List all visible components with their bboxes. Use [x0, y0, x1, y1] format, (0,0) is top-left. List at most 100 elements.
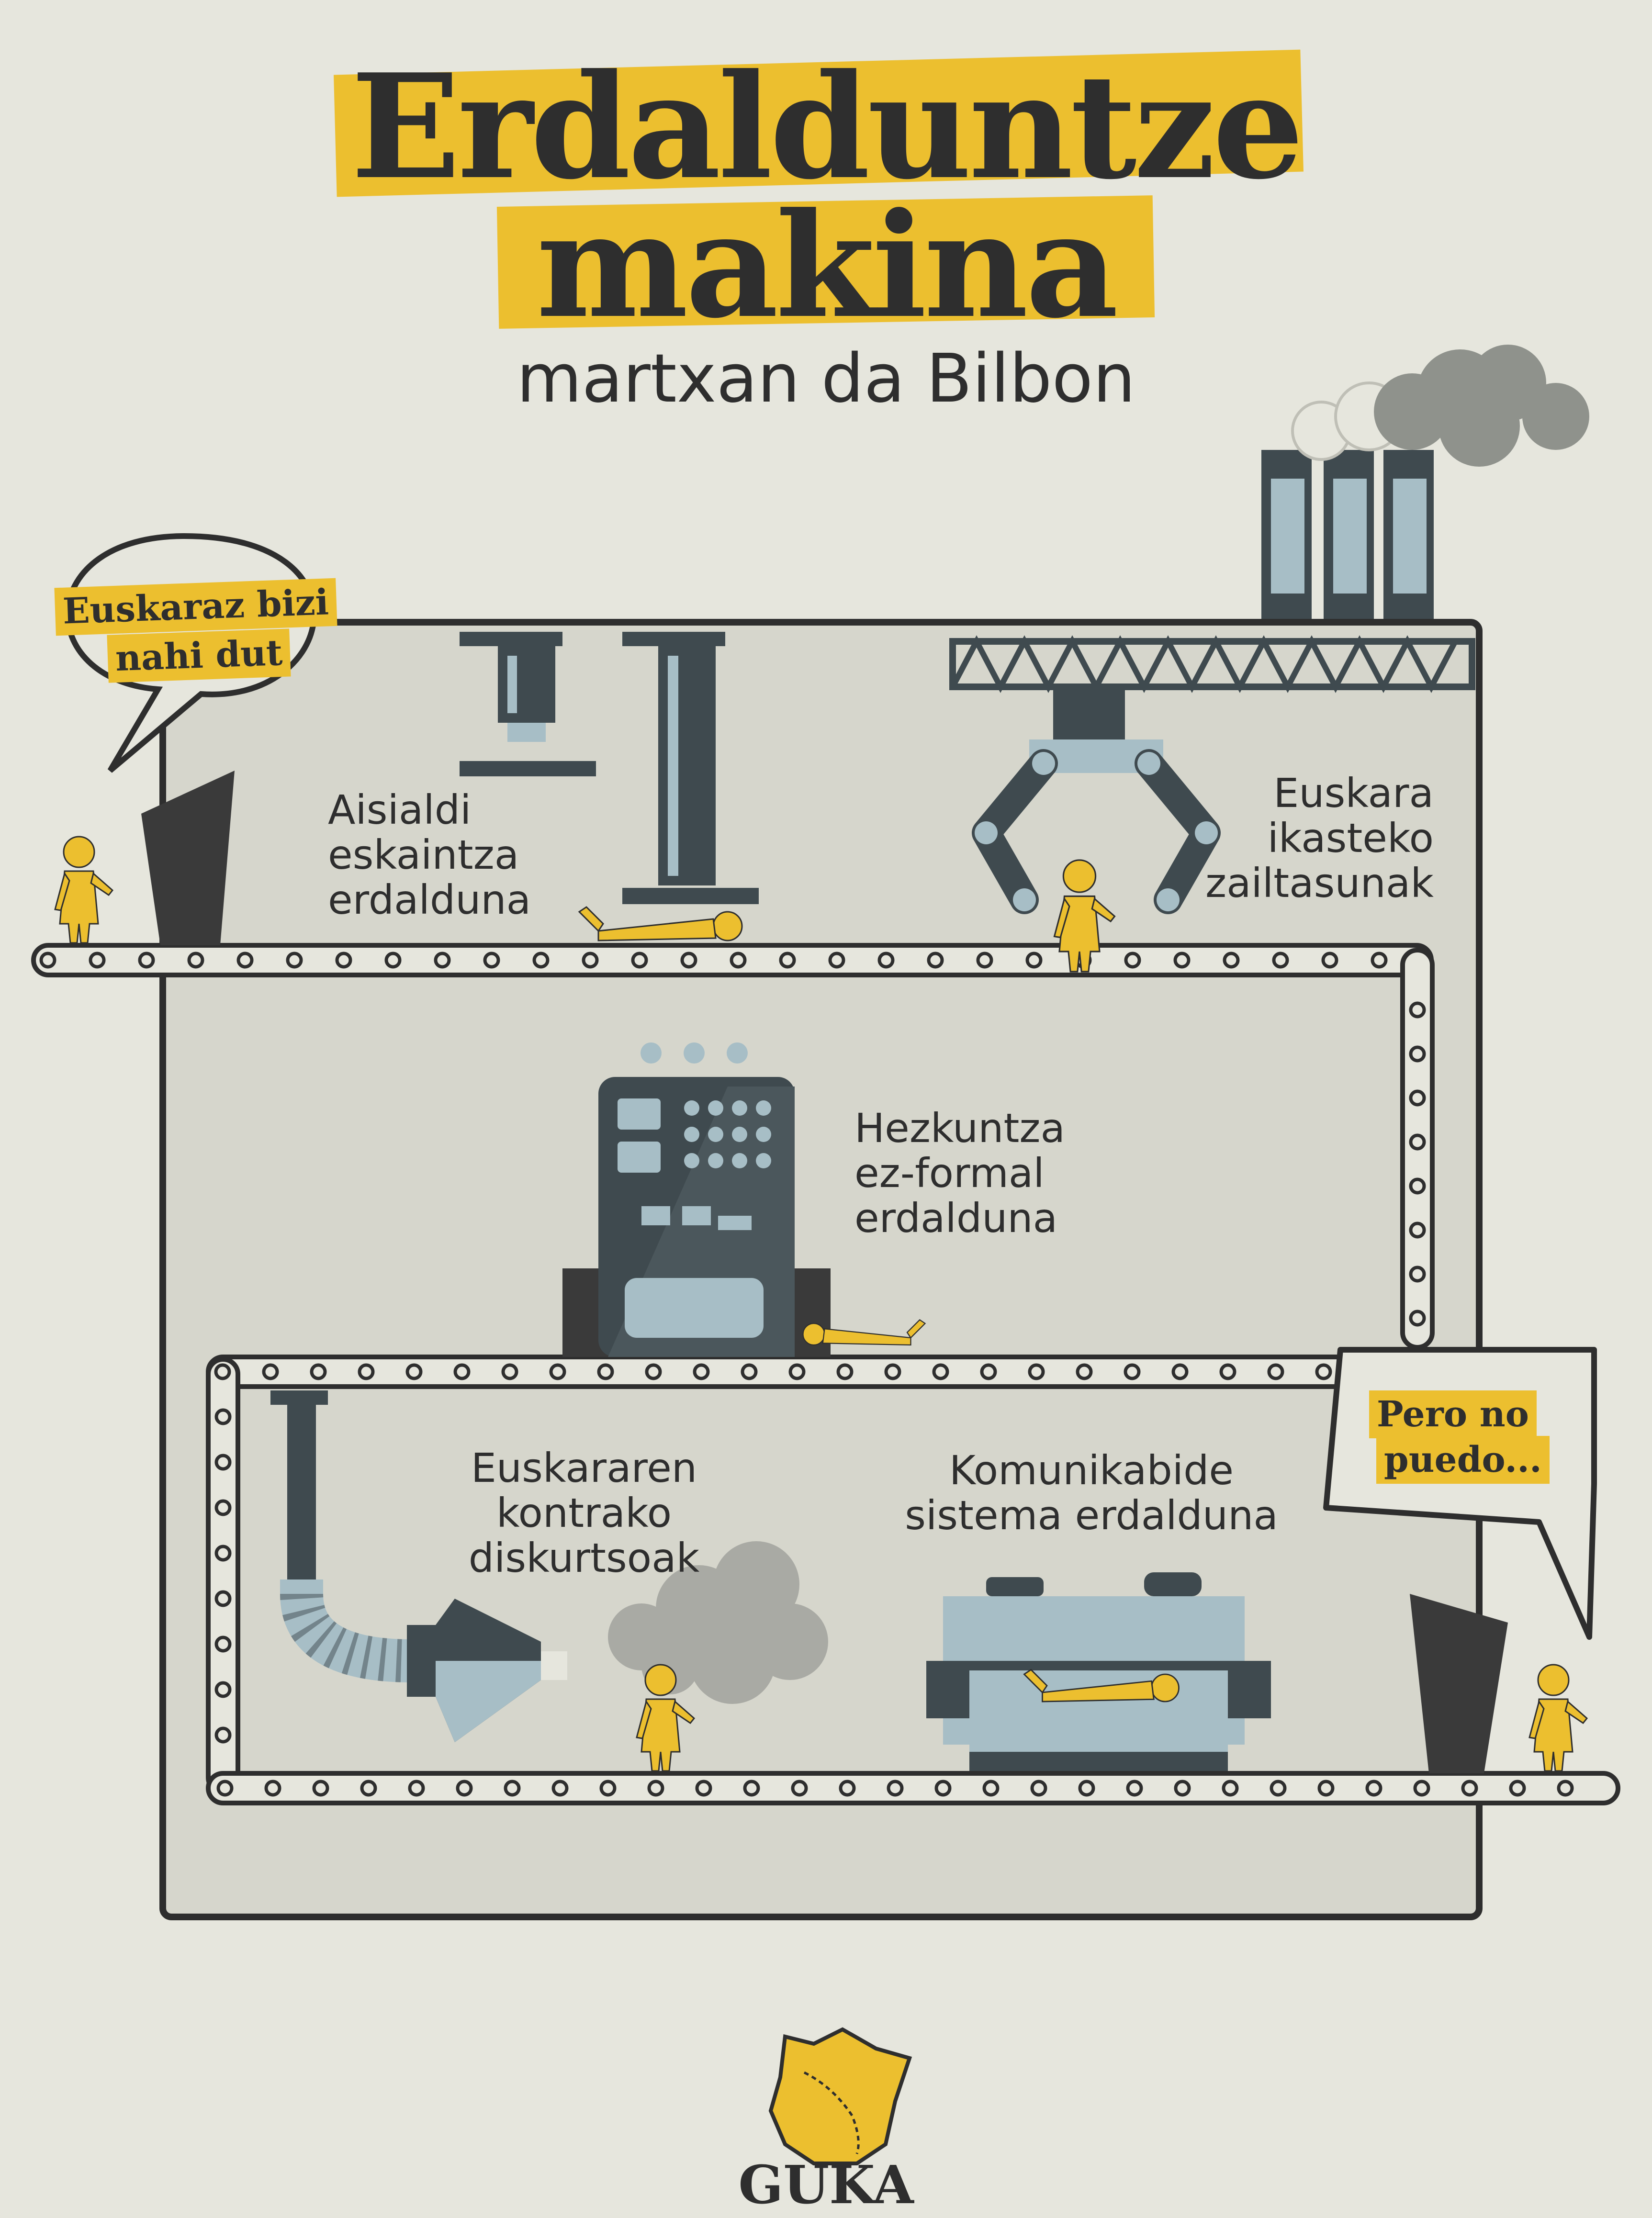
roller: [214, 1726, 232, 1744]
roller: [779, 952, 796, 969]
roller: [741, 1363, 758, 1380]
bubble-end-line2: puedo...: [1376, 1436, 1550, 1484]
roller: [976, 952, 993, 969]
pipe-funnel: [270, 1390, 567, 1742]
roller: [384, 952, 402, 969]
label-euskara: Euskara ikasteko zailtasunak: [1205, 770, 1434, 907]
guka-logo-text: GUKA: [738, 2154, 914, 2216]
control-cabinet: [562, 1042, 831, 1357]
roller: [312, 1780, 329, 1797]
cabinet-buttons: [684, 1100, 771, 1168]
page-subtitle: martxan da Bilbon: [517, 340, 1135, 418]
roller: [214, 1499, 232, 1516]
roller: [214, 1408, 232, 1425]
conveyor-rollers: [39, 952, 1574, 1797]
roller: [1030, 1780, 1047, 1797]
page-title-line1: Erdalduntze: [351, 42, 1304, 211]
roller: [887, 1780, 904, 1797]
media-tank: [926, 1572, 1271, 1771]
entry-chute: [141, 771, 235, 945]
roller: [551, 1780, 569, 1797]
roller: [1409, 1177, 1426, 1195]
roller: [1409, 1045, 1426, 1063]
roller: [1461, 1780, 1478, 1797]
roller: [1317, 1780, 1335, 1797]
roller: [597, 1363, 614, 1380]
roller: [788, 1363, 806, 1380]
roller: [743, 1780, 760, 1797]
roller: [434, 952, 451, 969]
press-machines: [460, 632, 759, 904]
roller: [1124, 1363, 1141, 1380]
roller: [791, 1780, 808, 1797]
roller: [358, 1363, 375, 1380]
roller: [1272, 952, 1289, 969]
roller: [647, 1780, 664, 1797]
roller: [1413, 1780, 1430, 1797]
people-figures: [54, 836, 1588, 1772]
roller: [216, 1780, 234, 1797]
roller: [1124, 952, 1141, 969]
roller: [1267, 1363, 1284, 1380]
roller: [549, 1363, 566, 1380]
roller: [927, 952, 944, 969]
roller: [1409, 1001, 1426, 1019]
roller: [934, 1780, 952, 1797]
person-lying: [578, 906, 743, 941]
roller: [532, 952, 550, 969]
roller: [286, 952, 303, 969]
roller: [1509, 1780, 1526, 1797]
roller: [730, 952, 747, 969]
roller: [1321, 952, 1338, 969]
label-hezkuntza: Hezkuntza ez-formal erdalduna: [854, 1105, 1065, 1242]
roller: [483, 952, 500, 969]
chimneys: [1261, 450, 1434, 622]
roller: [1371, 952, 1388, 969]
person-lying: [1023, 1669, 1180, 1703]
roller: [1365, 1780, 1382, 1797]
roller: [1409, 1310, 1426, 1327]
roller: [1409, 1266, 1426, 1283]
roller: [836, 1363, 854, 1380]
roller: [645, 1363, 662, 1380]
roller: [982, 1780, 1000, 1797]
roller: [214, 1545, 232, 1562]
roller: [262, 1363, 279, 1380]
roller: [1078, 1780, 1095, 1797]
roller: [932, 1363, 949, 1380]
roller: [264, 1780, 281, 1797]
roller: [680, 952, 697, 969]
roller: [1222, 1780, 1239, 1797]
roller: [89, 952, 106, 969]
roller: [1126, 1780, 1143, 1797]
roller: [39, 952, 56, 969]
exit-chute: [1410, 1594, 1508, 1773]
roller: [214, 1635, 232, 1653]
roller: [360, 1780, 377, 1797]
roller: [1223, 952, 1240, 969]
roller: [877, 952, 895, 969]
roller: [695, 1780, 712, 1797]
funnel-smoke: [608, 1541, 828, 1704]
bubble-start-line2: nahi dut: [107, 628, 291, 683]
roller: [310, 1363, 327, 1380]
roller: [1171, 1363, 1189, 1380]
crane-claw: [949, 635, 1475, 914]
roller: [1219, 1363, 1236, 1380]
roller: [501, 1363, 518, 1380]
roller: [453, 1363, 471, 1380]
person-figure: [1053, 859, 1116, 973]
roller: [214, 1681, 232, 1698]
roller: [1409, 1089, 1426, 1107]
roller: [214, 1363, 231, 1380]
roller: [884, 1363, 901, 1380]
roller: [214, 1454, 232, 1471]
person-figure: [636, 1664, 696, 1772]
roller: [1025, 952, 1043, 969]
roller: [187, 952, 204, 969]
label-aisialdi: Aisialdi eskaintza erdalduna: [328, 786, 531, 923]
roller: [456, 1780, 473, 1797]
person-figure: [54, 836, 114, 944]
roller: [1076, 1363, 1093, 1380]
